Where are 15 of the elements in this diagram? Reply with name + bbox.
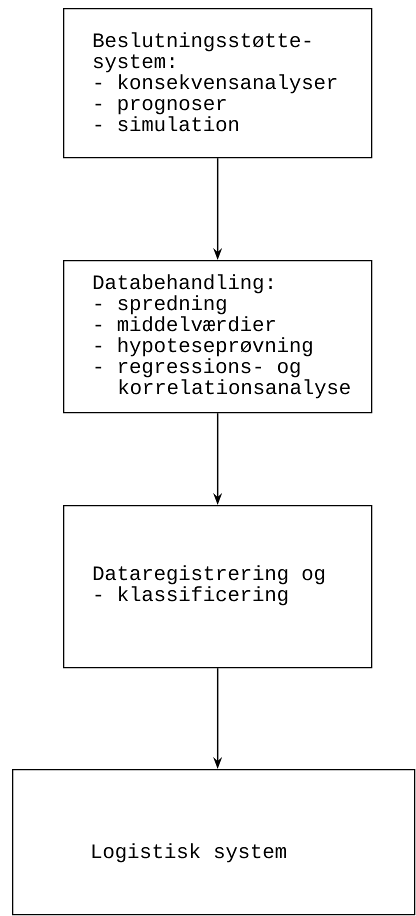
list-item: - spredning [96,295,226,314]
list-item: - hypoteseprøvning [96,337,312,356]
list-item: - simulation [96,116,238,132]
process-box [12,769,416,916]
box-heading: Databehandling: [94,274,272,294]
process-box [63,8,372,158]
box-heading: Beslutningsstøtte- system: [94,32,310,72]
box-text: Logistisk system [92,843,286,862]
process-box [63,505,372,668]
process-box [63,260,372,414]
list-item: - prognoser [96,99,226,114]
list-item: - regressions- og korrelationsanalyse [96,358,350,398]
box-text: Dataregistrering og - klassificering [94,565,324,606]
list-item: - middelværdier [96,316,275,332]
list-item: - konsekvensanalyser [96,74,336,94]
